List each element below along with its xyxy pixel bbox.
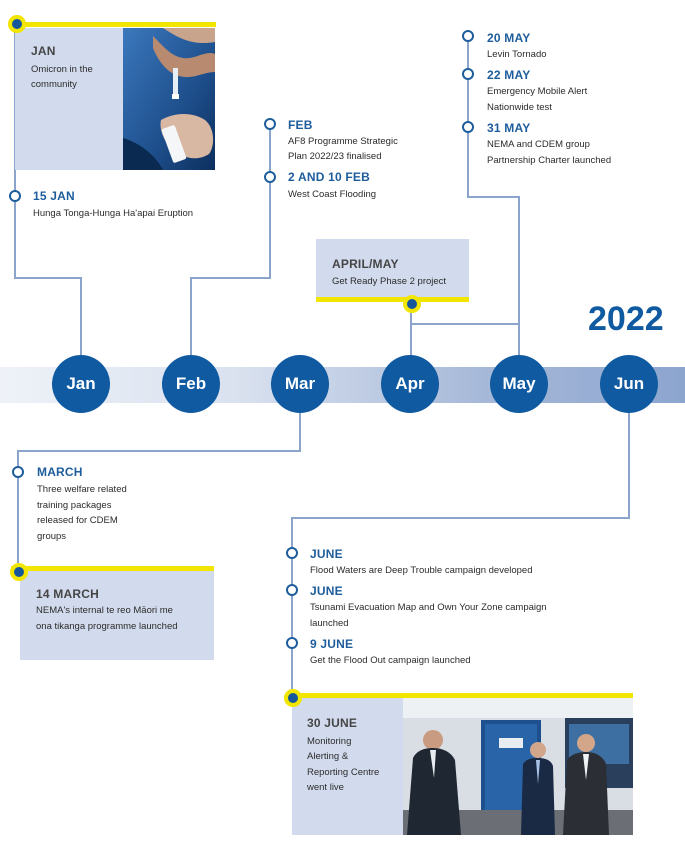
mar14-card-accent-bar	[11, 566, 214, 571]
june1-marker	[286, 547, 298, 559]
march-text-line-1: Three welfare related	[37, 484, 127, 495]
month-mar: Mar	[271, 355, 329, 413]
june30-card-accent-bar	[292, 693, 633, 698]
jan15-marker	[9, 190, 21, 202]
aprmay-title: APRIL/MAY	[332, 257, 399, 271]
timeline-band	[0, 367, 685, 403]
march-text-line-2: training packages	[37, 500, 112, 511]
june9-marker	[286, 637, 298, 649]
mar14-marker	[10, 563, 28, 581]
mar14-event-card	[20, 570, 214, 660]
may22-text-line-2: Nationwide test	[487, 102, 552, 113]
month-feb: Feb	[162, 355, 220, 413]
rapid-test-illustration	[123, 28, 215, 170]
june30-text-line-1: Monitoring	[307, 736, 352, 747]
may22-marker	[462, 68, 474, 80]
may31-text-line-2: Partnership Charter launched	[487, 155, 612, 166]
launch-scene-illustration	[403, 698, 633, 835]
june30-title: 30 JUNE	[307, 716, 358, 730]
march-marker	[12, 466, 24, 478]
aprmay-event-card	[316, 239, 469, 298]
jan-card-accent-bar	[9, 22, 216, 27]
month-apr: Apr	[381, 355, 439, 413]
may20-title: 20 MAY	[487, 31, 531, 45]
june2-marker	[286, 584, 298, 596]
june1-text: Flood Waters are Deep Trouble campaign d…	[310, 565, 533, 576]
jan15-text: Hunga Tonga-Hunga Ha'apai Eruption	[33, 208, 194, 219]
monitoring-centre-launch-photo	[403, 698, 633, 835]
month-may: May	[490, 355, 548, 413]
may20-text: Levin Tornado	[487, 49, 547, 60]
mar14-text-line-2: ona tikanga programme launched	[36, 621, 178, 632]
march-text-line-3: released for CDEM	[37, 515, 118, 526]
june30-marker	[284, 689, 302, 707]
may31-text-line-1: NEMA and CDEM group	[487, 139, 590, 150]
may22-text-line-1: Emergency Mobile Alert	[487, 86, 588, 97]
jan15-title: 15 JAN	[33, 189, 75, 203]
june2-title: JUNE	[310, 584, 343, 598]
jan-marker	[8, 15, 26, 33]
feb-marker	[264, 118, 276, 130]
month-jun: Jun	[600, 355, 658, 413]
june30-text-line-4: went live	[307, 782, 344, 793]
june2-text-line-1: Tsunami Evacuation Map and Own Your Zone…	[310, 602, 547, 613]
may20-marker	[462, 30, 474, 42]
jan-text: Omicron in the community	[31, 64, 93, 90]
june30-text-line-3: Reporting Centre	[307, 767, 380, 778]
feb-title: FEB	[288, 118, 313, 132]
aprmay-text: Get Ready Phase 2 project	[332, 276, 447, 287]
may31-title: 31 MAY	[487, 121, 531, 135]
feb-text-line-2: Plan 2022/23 finalised	[288, 151, 382, 162]
june9-title: 9 JUNE	[310, 637, 354, 651]
jan-title: JAN	[31, 44, 56, 58]
may22-title: 22 MAY	[487, 68, 531, 82]
omicron-test-photo	[123, 28, 215, 170]
aprmay-card-accent-bar	[316, 297, 469, 302]
may31-marker	[462, 121, 474, 133]
mar14-text-line-1: NEMA's internal te reo Māori me	[36, 605, 173, 616]
june9-text: Get the Flood Out campaign launched	[310, 655, 471, 666]
mar14-title: 14 MARCH	[36, 587, 99, 601]
aprmay-marker	[403, 295, 421, 313]
month-jan: Jan	[52, 355, 110, 413]
feb-text-line-1: AF8 Programme Strategic	[288, 136, 398, 147]
feb2-10-text: West Coast Flooding	[288, 189, 377, 200]
june2-text-line-2: launched	[310, 618, 349, 629]
year-label: 2022	[588, 300, 664, 338]
feb2-10-title: 2 AND 10 FEB	[288, 170, 370, 184]
feb2-10-marker	[264, 171, 276, 183]
march-title: MARCH	[37, 465, 83, 479]
march-text-line-4: groups	[37, 531, 67, 542]
june1-title: JUNE	[310, 547, 343, 561]
june30-text-line-2: Alerting &	[307, 751, 349, 762]
